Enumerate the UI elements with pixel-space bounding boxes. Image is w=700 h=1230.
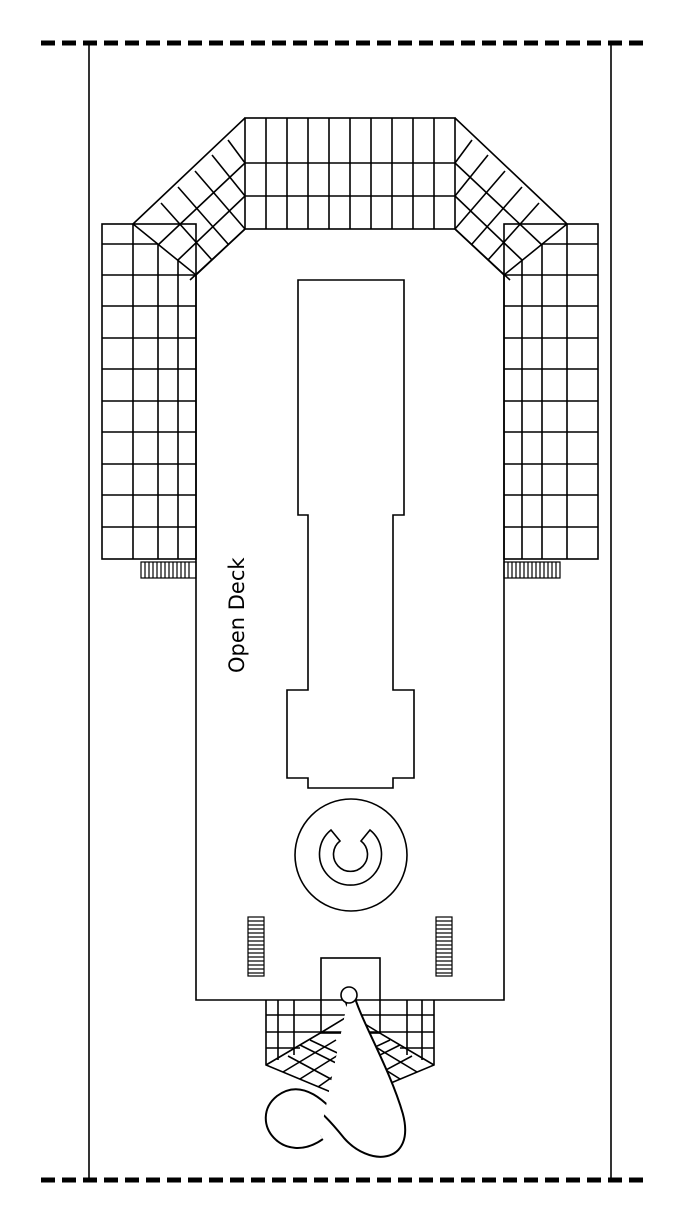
- stairs-left: [247, 916, 265, 977]
- deck-name-label: Open Deck: [225, 557, 249, 673]
- waterslide: [264, 986, 407, 1158]
- stairs-seating-right: [503, 561, 561, 579]
- stairs-seating-left: [140, 561, 197, 579]
- seating-grid-top: [131, 117, 569, 281]
- seating-grid-left: [101, 223, 197, 560]
- stairs-right: [435, 916, 453, 977]
- hot-tub: [294, 798, 408, 912]
- seating-grid-right: [503, 223, 599, 560]
- pool: [286, 279, 415, 789]
